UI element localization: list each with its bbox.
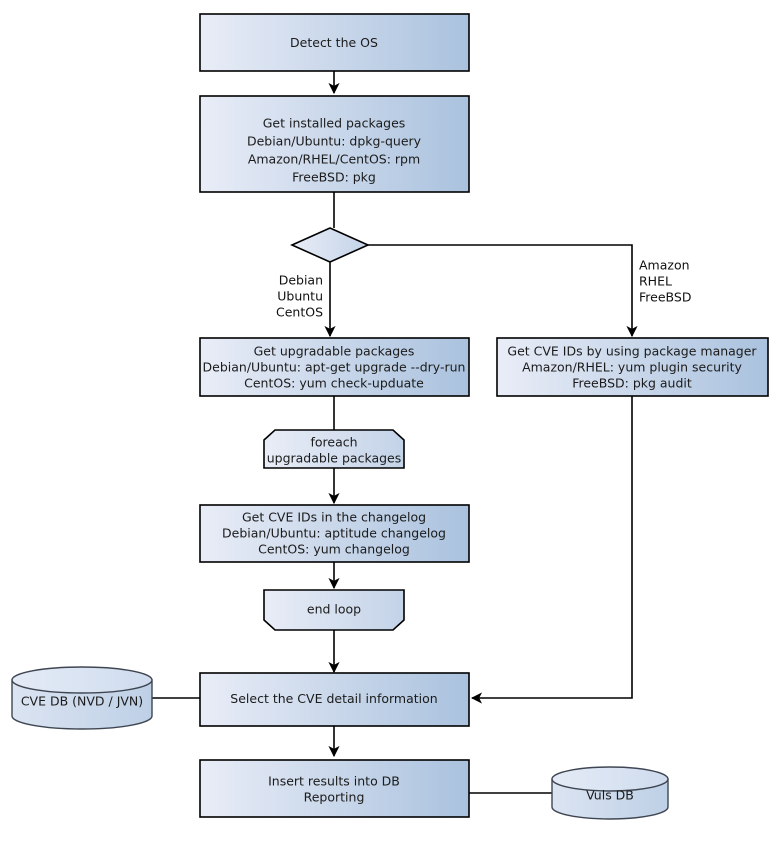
get-cve-ids-changelog-box[interactable] — [199, 504, 470, 563]
loop-end-shape[interactable] — [263, 589, 405, 631]
get-cve-ids-package-manager-line-1: Get CVE IDs by using package manager — [507, 344, 757, 359]
cve-db-label: CVE DB (NVD / JVN) — [21, 694, 143, 709]
node-cve-db[interactable]: CVE DB (NVD / JVN) — [11, 666, 153, 730]
branch-label-amazon: Amazon RHEL FreeBSD — [639, 258, 691, 305]
get-installed-packages-line-2: Debian/Ubuntu: dpkg-query — [247, 134, 422, 149]
detect-os-label: Detect the OS — [290, 35, 378, 50]
insert-results-line-2: Reporting — [304, 790, 365, 805]
get-installed-packages-line-4: FreeBSD: pkg — [292, 170, 376, 185]
node-vuls-db[interactable]: Vuls DB — [551, 766, 669, 820]
branch-debian-line-3: CentOS — [276, 305, 323, 320]
insert-results-box[interactable] — [199, 759, 470, 818]
branch-amazon-line-3: FreeBSD — [639, 290, 691, 305]
loop-end-label: end loop — [307, 602, 361, 617]
get-upgradable-packages-line-3: CentOS: yum check-upduate — [244, 376, 424, 391]
cve-db-cylinder-body[interactable] — [11, 679, 153, 730]
loop-start-line-2: upgradable packages — [267, 451, 402, 466]
get-cve-ids-changelog-line-3: CentOS: yum changelog — [258, 542, 410, 557]
branch-label-debian: Debian Ubuntu CentOS — [276, 273, 323, 320]
node-insert-results[interactable]: Insert results into DB Reporting — [199, 759, 470, 818]
get-upgradable-packages-line-2: Debian/Ubuntu: apt-get upgrade --dry-run — [203, 360, 466, 375]
select-cve-detail-label: Select the CVE detail information — [230, 691, 437, 706]
node-select-cve-detail[interactable]: Select the CVE detail information — [199, 672, 470, 727]
node-os-decision[interactable] — [290, 227, 370, 263]
node-get-cve-ids-package-manager[interactable]: Get CVE IDs by using package manager Ama… — [496, 337, 769, 397]
node-get-cve-ids-changelog[interactable]: Get CVE IDs in the changelog Debian/Ubun… — [199, 504, 470, 563]
branch-debian-line-2: Ubuntu — [277, 289, 323, 304]
node-detect-os[interactable]: Detect the OS — [199, 13, 470, 72]
get-cve-ids-package-manager-line-2: Amazon/RHEL: yum plugin security — [522, 360, 742, 375]
node-get-installed-packages[interactable]: Get installed packages Debian/Ubuntu: dp… — [199, 95, 470, 193]
get-cve-ids-package-manager-line-3: FreeBSD: pkg audit — [572, 376, 692, 391]
cve-db-cylinder-top — [11, 666, 153, 694]
branch-debian-line-1: Debian — [279, 273, 323, 288]
node-get-upgradable-packages[interactable]: Get upgradable packages Debian/Ubuntu: a… — [199, 337, 470, 397]
get-installed-packages-box[interactable] — [199, 95, 470, 193]
edge-decision-to-package-manager — [368, 244, 638, 338]
branch-amazon-line-1: Amazon — [639, 258, 690, 273]
get-cve-ids-changelog-line-2: Debian/Ubuntu: aptitude changelog — [222, 526, 446, 541]
detect-os-box[interactable] — [199, 13, 470, 72]
branch-amazon-line-2: RHEL — [639, 274, 672, 289]
edge-packagemanager-to-select — [470, 396, 633, 704]
select-cve-detail-box[interactable] — [199, 672, 470, 727]
get-installed-packages-line-1: Get installed packages — [263, 116, 406, 131]
vuls-db-label: Vuls DB — [586, 788, 634, 803]
loop-start-shape[interactable] — [263, 429, 405, 469]
get-upgradable-packages-line-1: Get upgradable packages — [254, 344, 415, 359]
get-cve-ids-changelog-line-1: Get CVE IDs in the changelog — [242, 510, 426, 525]
get-cve-ids-package-manager-box[interactable] — [496, 337, 769, 397]
insert-results-line-1: Insert results into DB — [268, 774, 400, 789]
get-upgradable-packages-box[interactable] — [199, 337, 470, 397]
os-decision-diamond[interactable] — [290, 227, 370, 263]
loop-start-line-1: foreach — [310, 435, 357, 450]
vuls-db-cylinder-top — [551, 766, 669, 792]
node-loop-start[interactable]: foreach upgradable packages — [263, 429, 405, 469]
get-installed-packages-line-3: Amazon/RHEL/CentOS: rpm — [248, 152, 420, 167]
node-loop-end[interactable]: end loop — [263, 589, 405, 631]
